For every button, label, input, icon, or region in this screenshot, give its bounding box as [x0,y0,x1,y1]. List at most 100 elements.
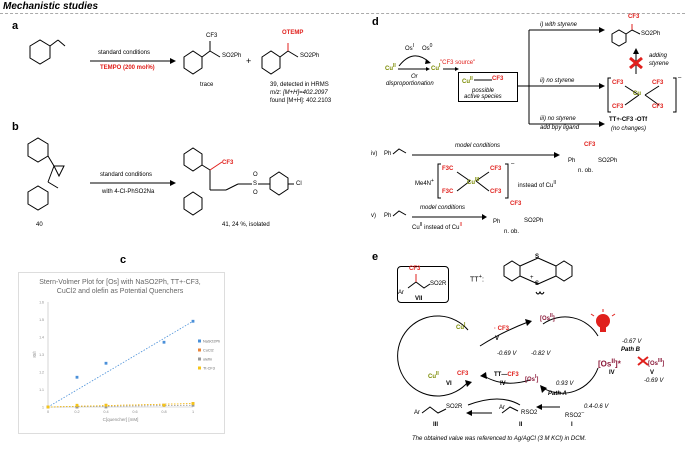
series-trendline-0 [47,320,194,408]
e-ii-ar: Ar [499,405,505,411]
e-vi-label: VI [446,381,452,387]
product-a1-note: trace [200,82,214,88]
e-i-rso2: RSO2– [565,410,585,419]
tt-line: TT+-CF3 -OTf [609,117,648,123]
cu3-center: CuIII [467,177,480,186]
x-tick-label: 0.2 [74,410,79,414]
x-tick-label: 0.6 [132,410,137,414]
e-pot5: -0.69 V [644,378,664,384]
product-a1-group: SO2Ph [222,53,242,59]
e-x-icon [637,356,649,366]
y-axis-label: I0/I [32,351,37,357]
no-change: (no changes) [611,126,647,132]
bottom-chain [421,398,560,416]
e-tt-cf3: TT—CF3 [494,372,519,378]
product-41-note: 41, 24 %, isolated [222,222,270,228]
branch-3-sub: add bpy ligand [540,125,580,131]
e-pot2: -0.82 V [531,351,551,357]
tt-plus: TT+: [470,274,484,284]
product-41-cl: Cl [296,181,302,187]
product-a2-note1: 39, detected in HRMS [270,82,329,88]
legend-label-3: Tt-CF3 [203,367,215,371]
y-tick-label: 1.3 [39,353,44,357]
d-os1: OsI [405,43,415,52]
v-olefin [392,210,407,217]
arrow-a-bottom: TEMPO (200 mol%) [100,65,155,71]
vii-cf3: CF3 [409,266,421,272]
data-point-3-2 [104,403,108,407]
middle-arrows [479,319,532,384]
active-species-box [458,72,518,102]
panel-e-label: e [372,251,379,263]
v-ph: Ph [384,213,392,219]
e-cu2-group: CF3 [457,371,469,377]
vii-ar: Ar [398,290,404,296]
iv-ph: Ph [384,151,392,157]
legend-marker-1 [198,348,201,352]
reaction-arrow-a [90,58,176,64]
chart-title-line1: Stern-Volmer Plot for [Os] with NaSO2Ph,… [39,279,201,286]
iv-result: n. ob. [578,168,594,174]
osmium-cycle [540,316,599,394]
d-dispro: disproportionation [386,81,434,87]
complex-cf3-4: CF3 [652,104,664,110]
d-cu1: CuI [431,63,441,72]
e-iii-label: III [433,422,439,428]
data-point-0-4 [191,319,195,323]
d-arrow-cu [398,67,430,71]
d-os0: Os0 [422,43,433,52]
legend-marker-2 [198,357,201,361]
thianthrene-plus: + [530,275,534,281]
data-point-0-3 [162,340,166,344]
panel-d-label: d [372,16,379,28]
complex-cu: Cu [633,91,641,97]
iv-cond: model conditions [455,143,501,149]
e-pot3: -0.67 V [622,339,642,345]
e-path-a: Path A [548,391,567,397]
data-point-2-1 [75,405,79,409]
substrate-40-label: 40 [36,222,43,228]
title-divider [0,13,685,14]
y-tick-label: 1.1 [39,388,44,392]
product-a2-group: SO2Ph [300,53,320,59]
complex-cf3-1: CF3 [612,80,624,86]
data-point-3-0 [46,405,50,409]
e-ii-rso2: RSO2 [521,410,538,416]
e-pot7: 0.4-0.6 V [584,404,609,410]
e-os3: [OsIII] [648,358,665,367]
thianthrene-structure [503,257,573,295]
product-41-structure [183,147,294,216]
v-cond: model conditions [420,205,466,211]
legend-label-0: NaSO2Ph [203,340,220,344]
reaction-arrow-b [90,180,176,186]
product-41-o2: O [253,190,258,196]
d-arrow-source [443,67,459,71]
light-bulb-icon [590,309,616,332]
product-a2-structure [261,43,299,75]
x-tick-label: 0.4 [103,410,108,414]
v-result: n. ob. [504,229,520,235]
e-i-label: I [571,422,573,428]
y-tick-label: 1.2 [39,371,44,375]
v-prod: SO2Ph [524,218,544,224]
legend-label-2: olefin [203,358,212,362]
y-tick-label: 1.5 [39,318,44,322]
x-tick-label: 1 [192,410,194,414]
e-cf3-rad: · CF3 [494,326,509,332]
iv-label: iv) [371,151,378,157]
e-pot6: 0.93 V [556,381,574,387]
panel-c-label: c [120,254,127,266]
species-bond [474,79,492,81]
v-arrow [412,214,487,220]
species-cf3: CF3 [492,76,504,82]
e-cu2-cf3: CuII [428,371,439,380]
d-cu2: CuII [385,63,396,72]
e-iv-small: IV [500,381,506,387]
branch-2: ii) no styrene [540,78,575,84]
iv-olefin [392,148,407,155]
species-cu: CuII [462,76,473,85]
complex-cf3-3: CF3 [612,104,624,110]
e-path-b: Path B [621,347,641,353]
data-point-2-2 [104,405,108,409]
series-trendline-3 [47,403,194,408]
